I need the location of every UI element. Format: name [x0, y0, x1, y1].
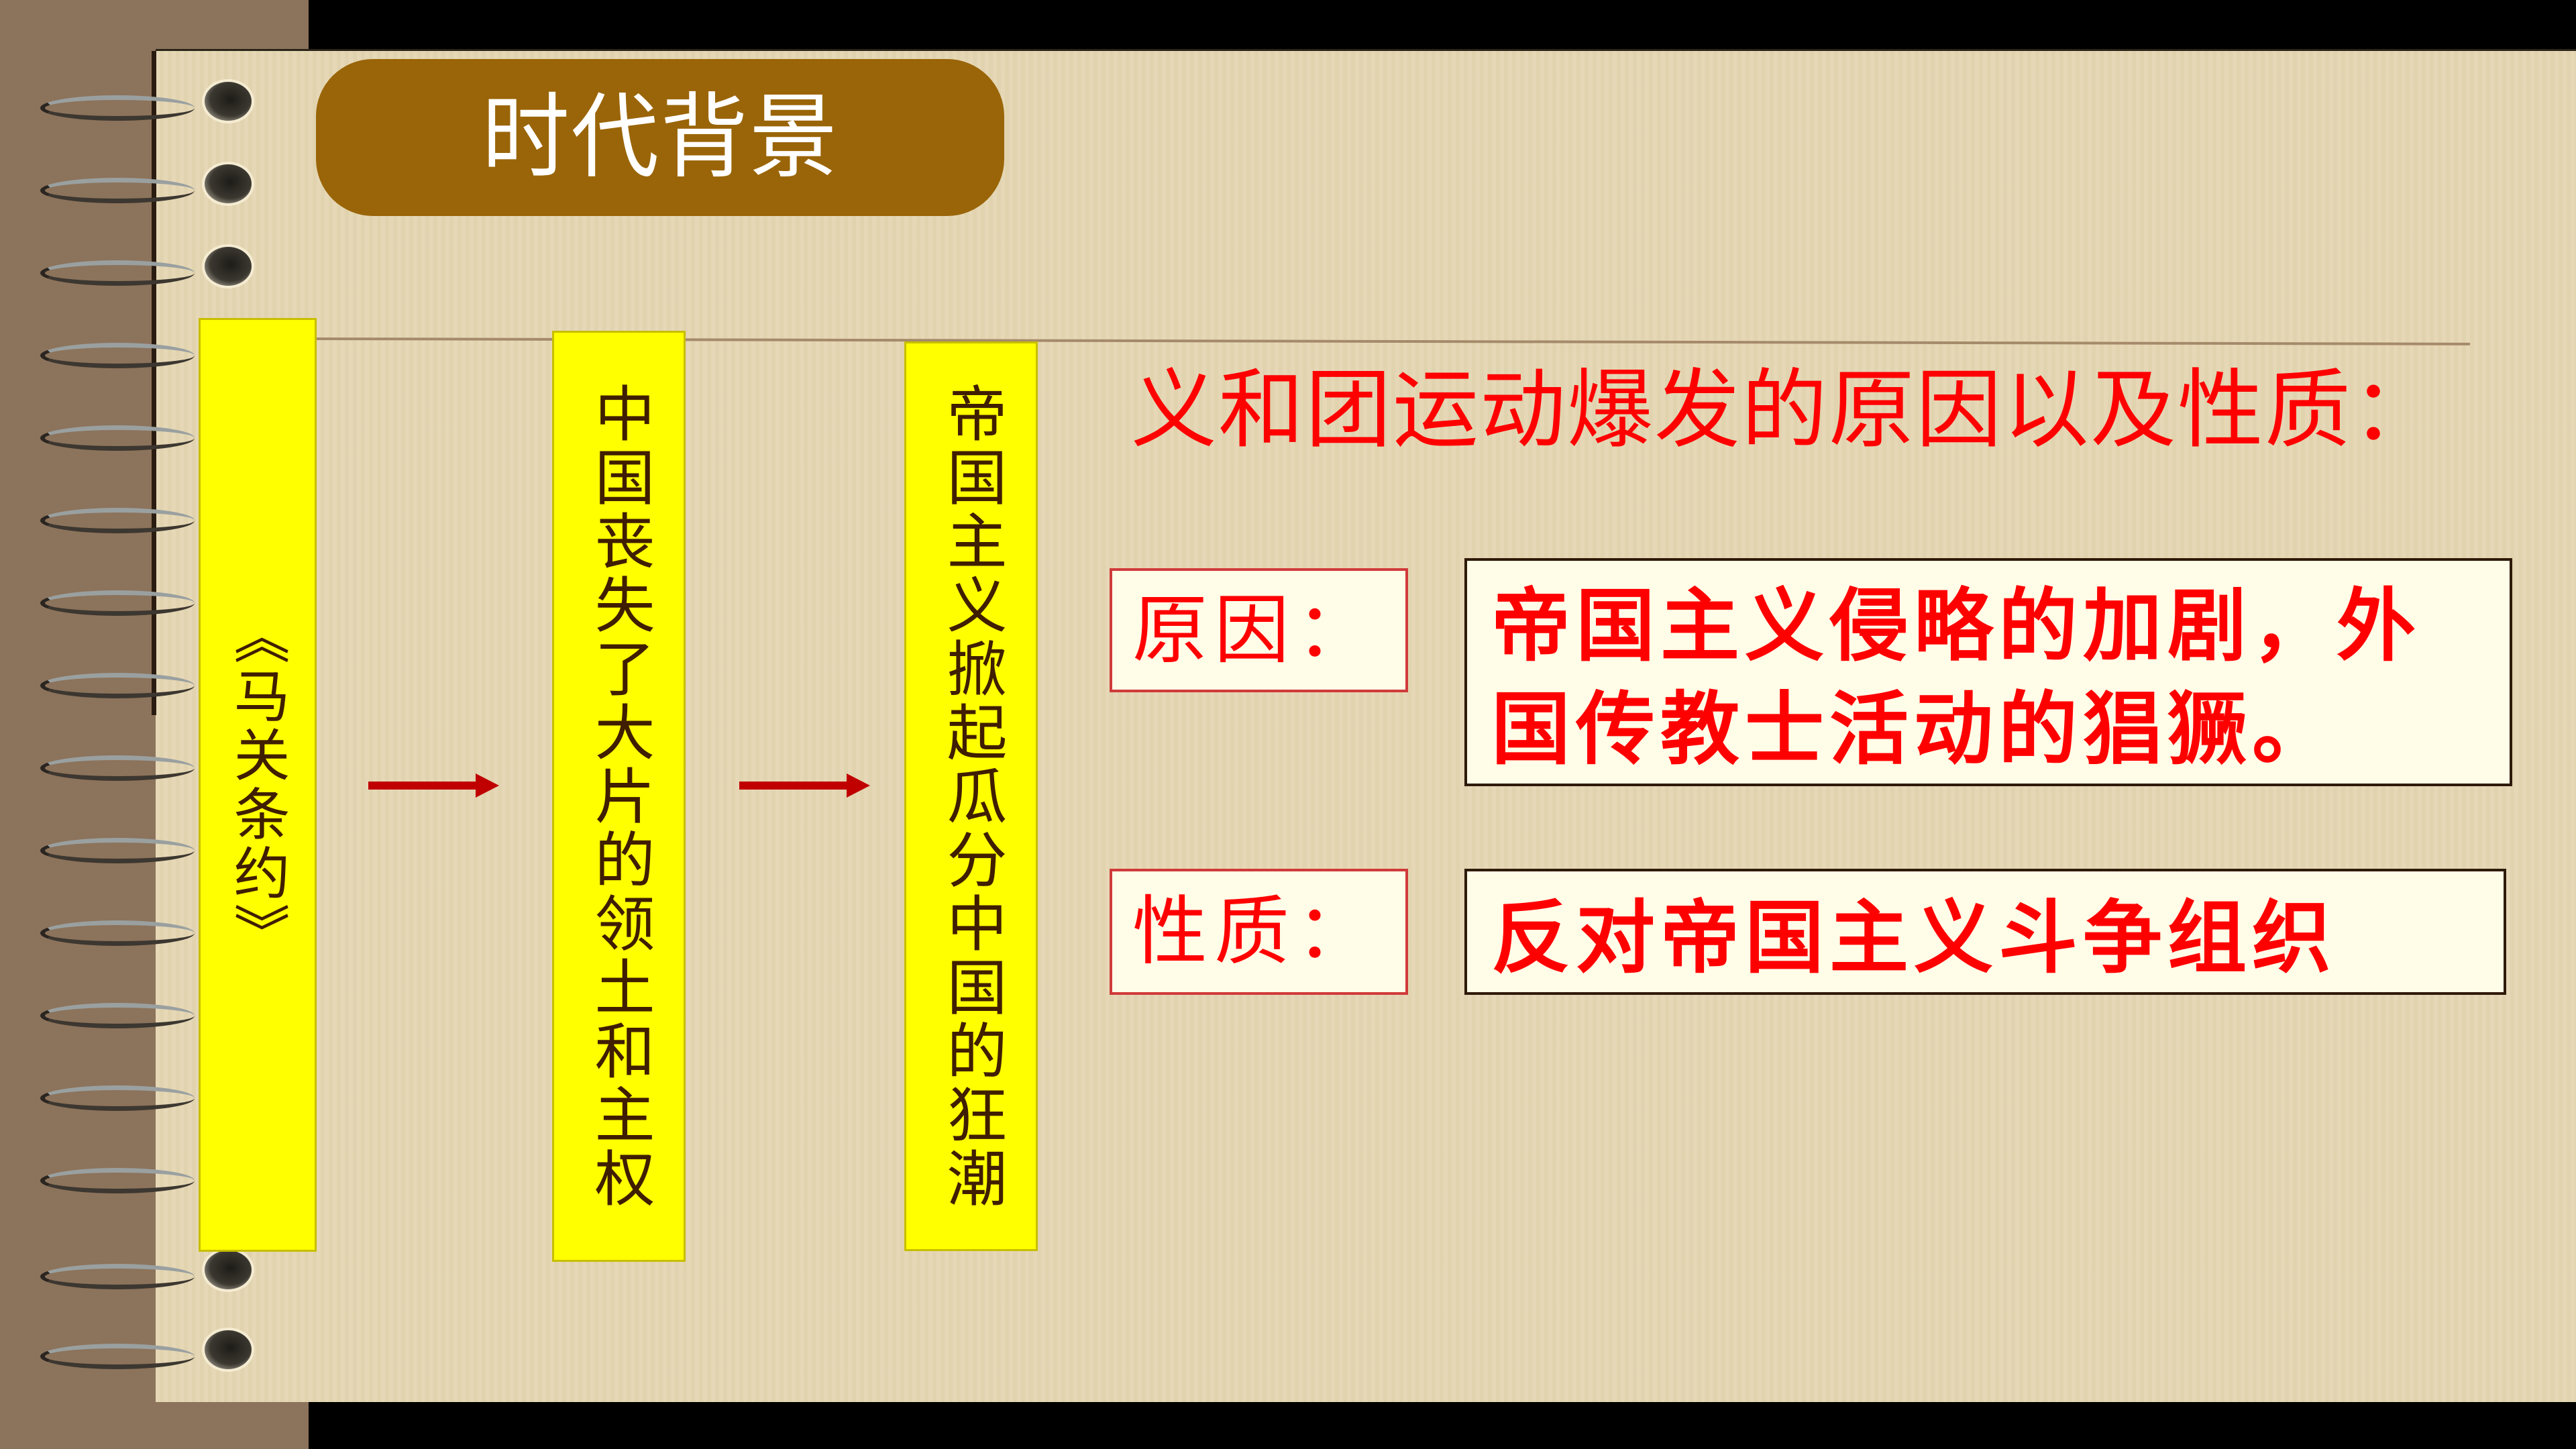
- section-title-pill: 时代背景: [316, 59, 1004, 216]
- nature-label: 性质：: [1132, 888, 1378, 975]
- cause-label: 原因：: [1132, 586, 1378, 674]
- top-black-bar: [309, 0, 2576, 50]
- arrow-right-icon: [368, 773, 499, 798]
- nature-label-box: 性质：: [1110, 869, 1408, 995]
- timeline-text: 《马关条约》: [225, 608, 290, 962]
- arrow-right-icon: [739, 773, 870, 798]
- question-heading: 义和团运动爆发的原因以及性质：: [1131, 360, 2440, 460]
- paper-binding-edge: [152, 51, 156, 715]
- timeline-box-partition: 帝国主义掀起瓜分中国的狂潮: [904, 341, 1038, 1251]
- timeline-text: 中国丧失了大片的领土和主权: [584, 382, 655, 1211]
- spiral-ring-icon: [40, 247, 252, 307]
- timeline-box-treaty: 《马关条约》: [199, 318, 317, 1252]
- nature-answer-line: 反对帝国主义斗争组织: [1491, 892, 2337, 984]
- section-title: 时代背景: [481, 83, 839, 191]
- spiral-ring-icon: [40, 1330, 252, 1391]
- cause-answer-line: 帝国主义侵略的加剧，外: [1491, 580, 2422, 672]
- bottom-black-bar: [309, 1402, 2576, 1449]
- spiral-ring-icon: [40, 82, 252, 142]
- cause-answer-line: 国传教士活动的猖獗。: [1491, 683, 2337, 775]
- cause-label-box: 原因：: [1110, 568, 1408, 692]
- spiral-ring-icon: [40, 1250, 252, 1311]
- timeline-text: 帝国主义掀起瓜分中国的狂潮: [936, 382, 1007, 1211]
- spiral-ring-icon: [40, 164, 252, 225]
- timeline-box-territory-loss: 中国丧失了大片的领土和主权: [552, 331, 686, 1262]
- cause-answer-box: 帝国主义侵略的加剧，外 国传教士活动的猖獗。: [1464, 558, 2512, 786]
- nature-answer-box: 反对帝国主义斗争组织: [1464, 869, 2506, 995]
